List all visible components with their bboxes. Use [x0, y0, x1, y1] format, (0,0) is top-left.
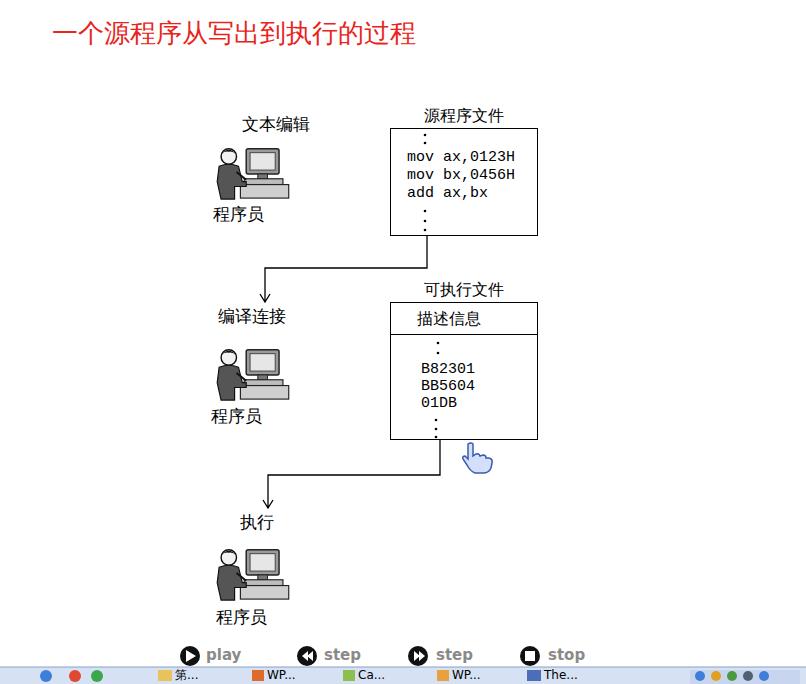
file-heading: 源程序文件 [424, 106, 504, 125]
role-label: 程序员 [213, 204, 264, 224]
step-group: 编译连接程序员 [205, 302, 330, 428]
header-band: 描述信息 [391, 303, 537, 335]
file-box: 源程序文件mov ax,0123Hmov bx,0456Hadd ax,bx [390, 128, 538, 236]
file-box: 可执行文件B82301BB560401DB描述信息 [390, 302, 538, 440]
programmer-figure [213, 143, 291, 201]
code-line: 01DB [421, 395, 457, 413]
taskbar-item: The... [544, 668, 578, 682]
code-line: add ax,bx [407, 185, 488, 203]
programmer-figure [213, 544, 291, 602]
step-group: 文本编辑程序员 [205, 110, 330, 228]
code-line: BB5604 [421, 378, 475, 396]
programmer-figure [213, 344, 291, 402]
role-label: 程序员 [211, 406, 262, 426]
code-line: B82301 [421, 361, 475, 379]
step-group: 执行程序员 [205, 508, 330, 630]
step-label: 执行 [240, 512, 274, 532]
taskbar [0, 667, 806, 684]
taskbar-item: WP... [452, 668, 481, 682]
hand-cursor [463, 443, 492, 473]
code-line: mov ax,0123H [407, 149, 515, 167]
player-buttons [180, 646, 540, 666]
step-label: 文本编辑 [242, 114, 310, 134]
taskbar-item: WP... [267, 668, 296, 682]
step-label: 编译连接 [218, 306, 286, 326]
slide-title: 一个源程序从写出到执行的过程 [52, 16, 416, 51]
band-label: 描述信息 [417, 309, 481, 328]
flow-arrow [263, 440, 440, 508]
player-label: play [206, 647, 241, 664]
role-label: 程序员 [216, 607, 267, 627]
code-line: mov bx,0456H [407, 167, 515, 185]
player-label: step [324, 647, 361, 664]
file-heading: 可执行文件 [424, 280, 504, 299]
player-label: stop [548, 647, 585, 664]
taskbar-item: 第... [175, 668, 198, 682]
player-label: step [436, 647, 473, 664]
flow-arrow [260, 236, 427, 302]
taskbar-item: Ca... [358, 668, 385, 682]
